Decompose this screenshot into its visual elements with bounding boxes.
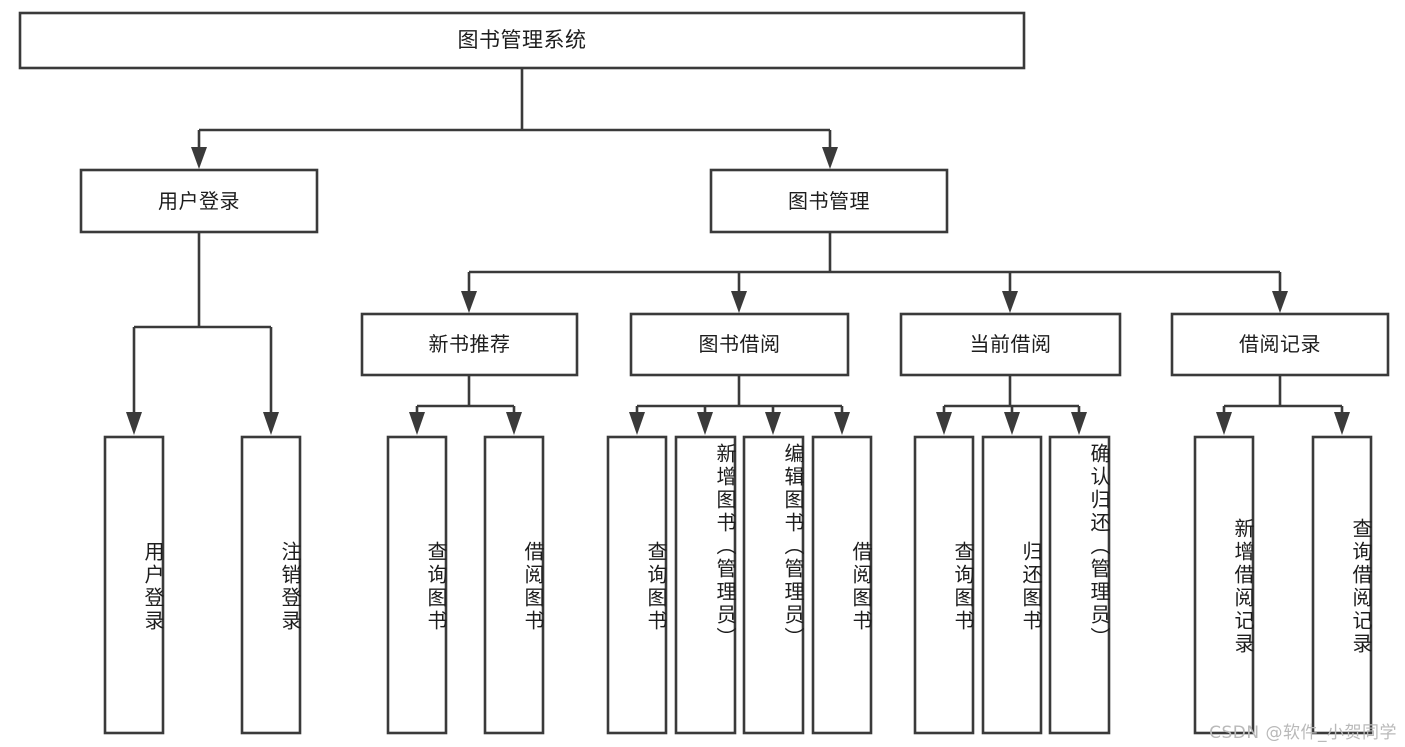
leaf-box-query-book-borrow[interactable] [606,435,668,735]
node-box-user-login[interactable] [79,168,319,234]
leaf-box-confirm-return-admin[interactable] [1048,435,1111,735]
leaf-box-add-borrow-record[interactable] [1193,435,1255,735]
leaf-box-return-book[interactable] [981,435,1043,735]
connector-borrowbook-to-children [629,375,850,435]
leaf-box-add-book-admin[interactable] [674,435,737,735]
csdn-watermark: CSDN @软件_小贺同学 [1209,723,1397,743]
node-box-root[interactable] [18,11,1026,70]
leaf-box-logout[interactable] [240,435,302,735]
connector-bookmgmt-to-children [461,232,1288,313]
leaf-box-user-login[interactable] [103,435,165,735]
connector-newbook-to-children [409,375,522,435]
node-box-current-borrow[interactable] [899,312,1122,377]
connector-userlogin-to-children [126,232,279,435]
node-box-borrow-record[interactable] [1170,312,1390,377]
node-box-book-management[interactable] [709,168,949,234]
connector-borrowrecord-to-children [1216,375,1350,435]
node-box-book-borrow[interactable] [629,312,850,377]
leaf-box-edit-book-admin[interactable] [742,435,805,735]
leaf-box-query-borrow-record[interactable] [1311,435,1373,735]
leaf-box-query-book-rec[interactable] [386,435,448,735]
node-box-new-book-recommend[interactable] [360,312,579,377]
leaf-box-query-book-current[interactable] [913,435,975,735]
connector-root-to-level1 [191,68,838,169]
leaf-box-borrow-book[interactable] [811,435,873,735]
leaf-box-borrow-book-rec[interactable] [483,435,545,735]
connector-currentborrow-to-children [936,375,1087,435]
